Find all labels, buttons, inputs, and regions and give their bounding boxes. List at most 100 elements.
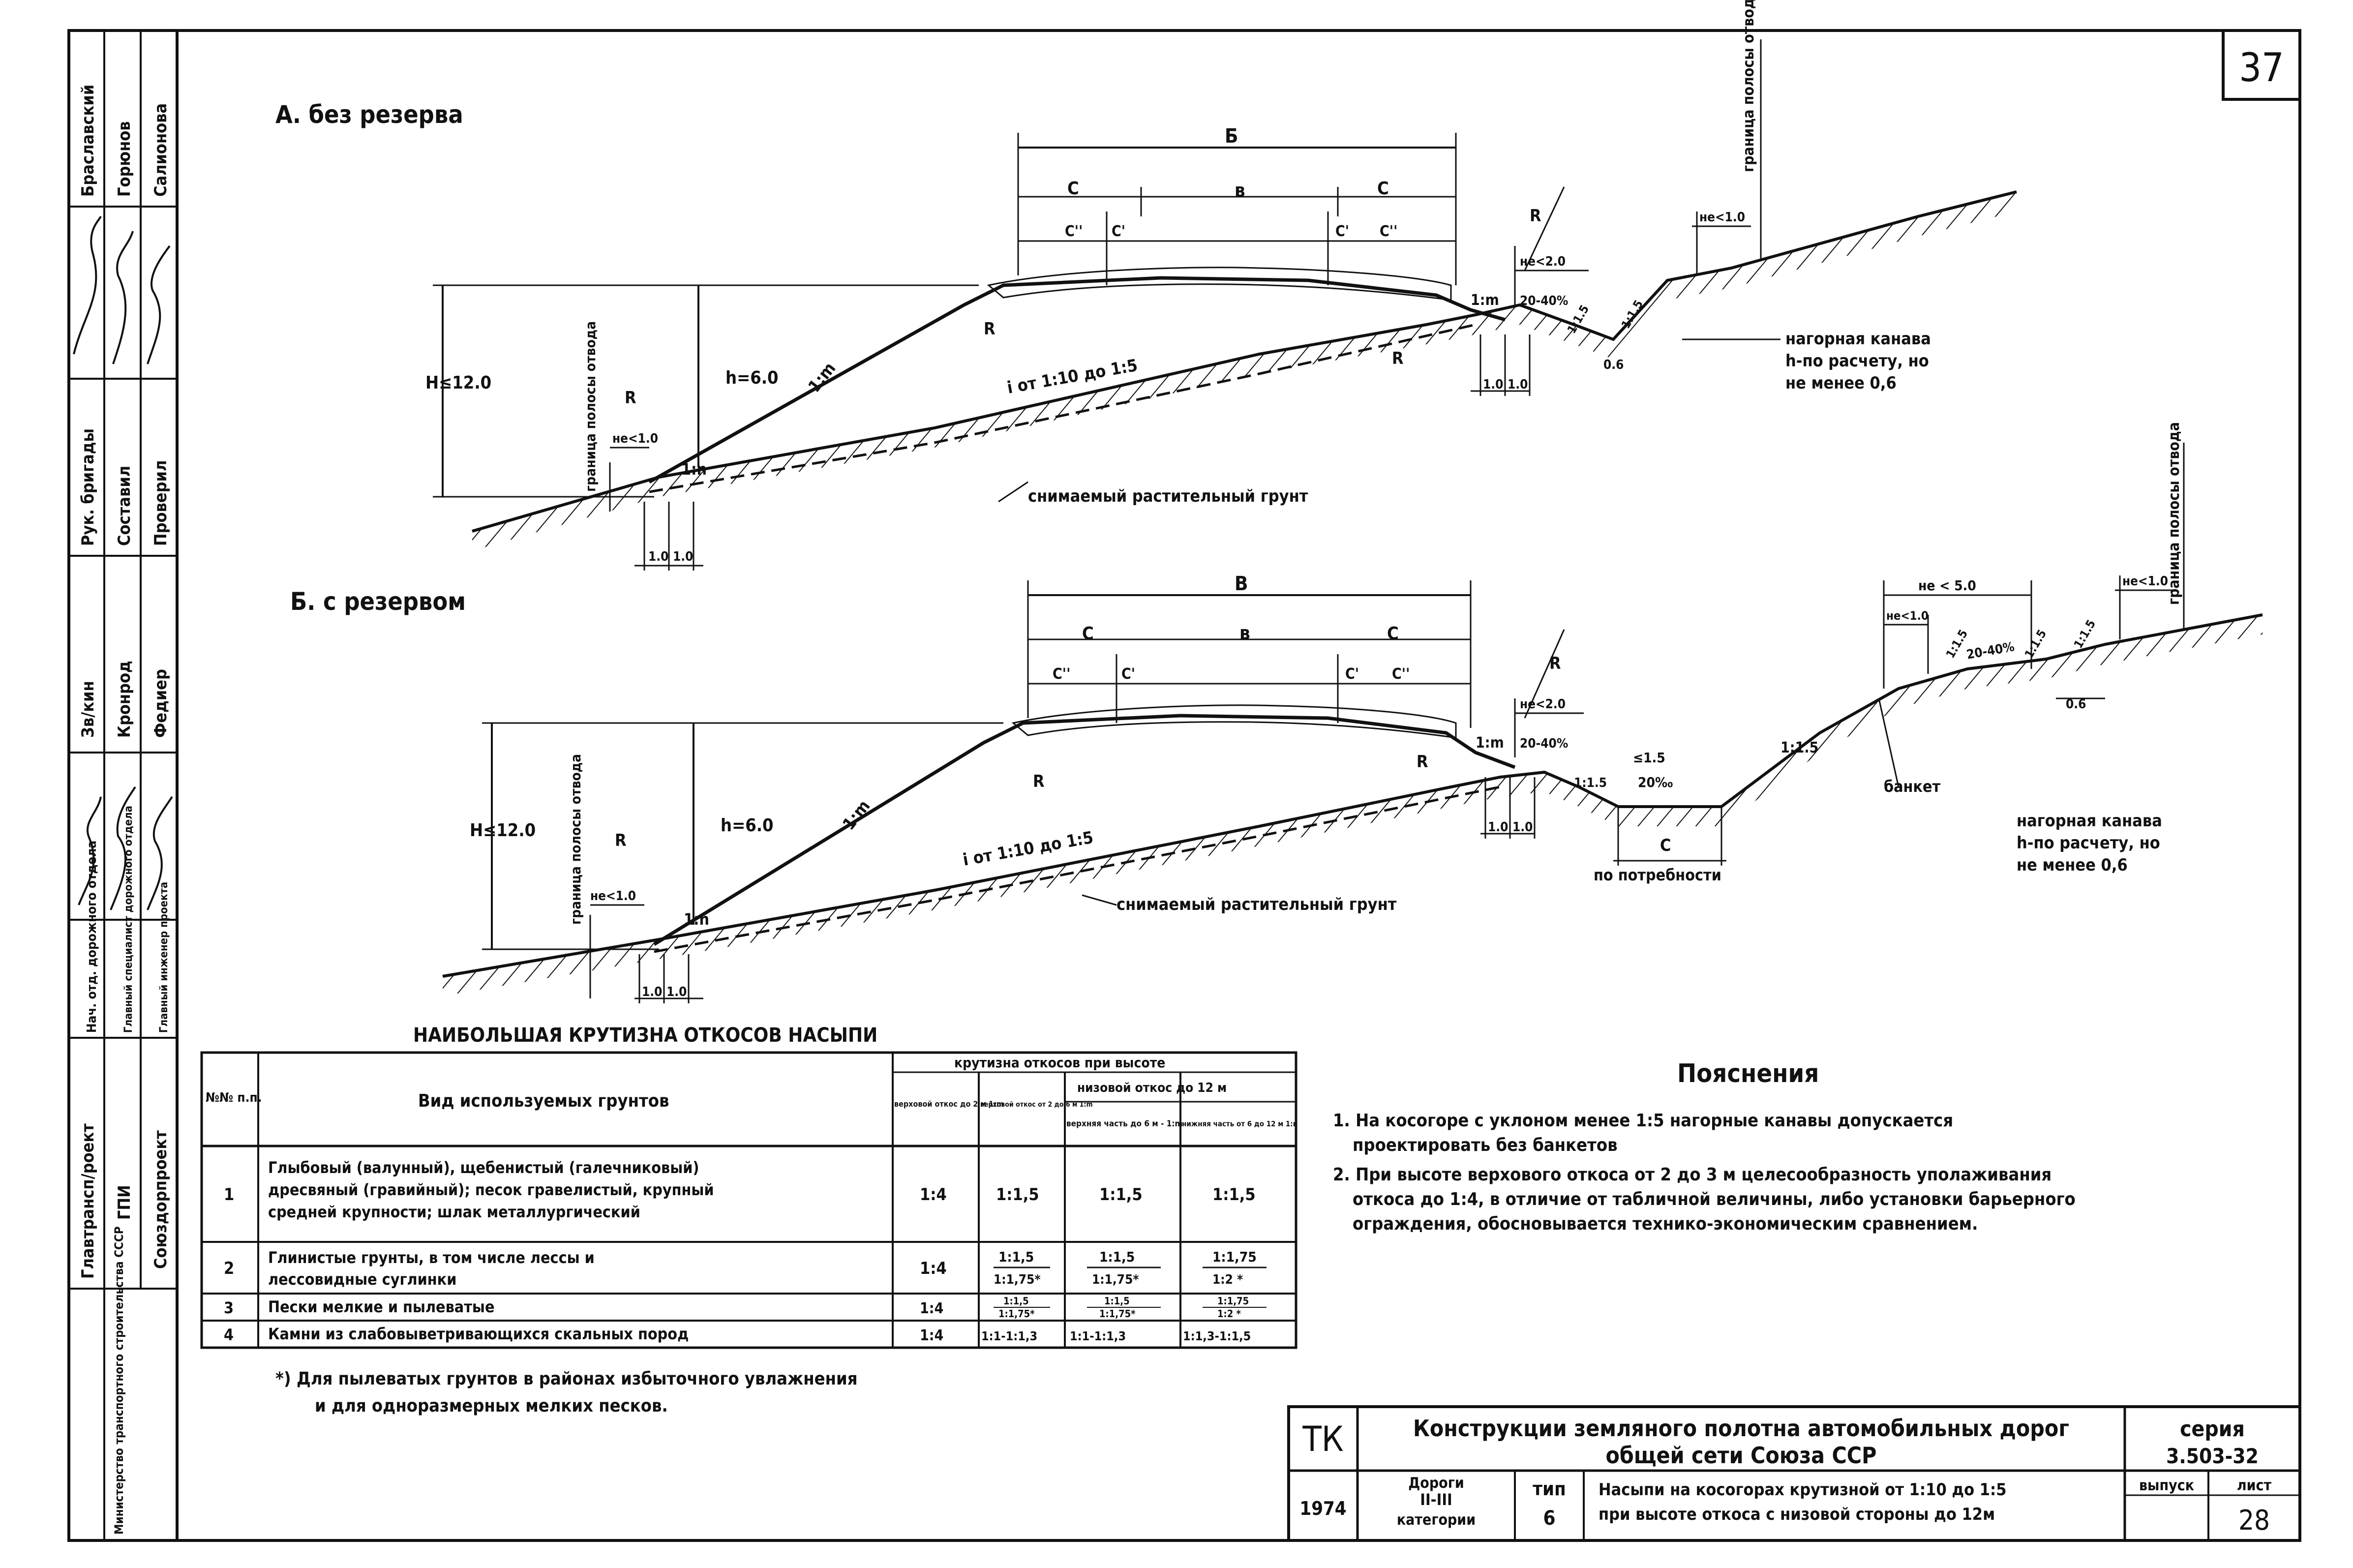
- section-a-dim-bottom-1: 1.0: [648, 549, 668, 564]
- section-a-dim-bottom-2: 1.0: [673, 549, 693, 564]
- notes-2-line-2: откоса до 1:4, в отличие от табличной ве…: [1353, 1189, 2076, 1209]
- section-b-topsoil: снимаемый растительный грунт: [1116, 895, 1397, 914]
- title-block: ТК Конструкции земляного полотна автомоб…: [1287, 1405, 2301, 1542]
- section-a-title: А. без резерва: [275, 100, 463, 129]
- section-b-ne-1-0-b: не<1.0: [1886, 609, 1929, 623]
- section-b-s15d: 1:1.5: [2022, 627, 2049, 661]
- section-b-boundary-right: граница полосы отвода: [2166, 422, 2183, 605]
- section-b-embankment: [653, 714, 1516, 946]
- notes-2-line-1: 2. При высоте верхового откоса от 2 до 3…: [1333, 1165, 2051, 1185]
- title-series-label: серия: [2180, 1417, 2245, 1442]
- section-b-dim-bottom-1: 1.0: [642, 985, 662, 999]
- table-col-h2: верховой откос от 2 до 6 м 1:m: [980, 1101, 1093, 1109]
- sheet-number-box: 37: [2222, 29, 2301, 101]
- section-b-c-right: С: [1387, 624, 1399, 644]
- signature-3: [147, 245, 171, 364]
- section-b-d06: 0.6: [2066, 697, 2086, 712]
- section-b-h: h=6.0: [721, 815, 774, 836]
- table-row2-v2-a: 1:1,5: [998, 1249, 1034, 1265]
- notes-2-line-3: ограждения, обосновывается технико-эконо…: [1353, 1214, 1978, 1234]
- table-col-h1: верховой откос до 2 м 1:m: [894, 1099, 1004, 1109]
- section-b-B: В: [1235, 573, 1248, 595]
- title-roads-3: категории: [1397, 1511, 1476, 1529]
- section-a-boundary-right: граница полосы отвода: [1740, 0, 1757, 172]
- section-b-grade: 20-40%: [1520, 736, 1568, 751]
- table-row3-v3-a: 1:1,5: [1104, 1295, 1130, 1307]
- section-b-by-need: по потребности: [1594, 866, 1721, 884]
- table-row1-soil-3: средней крупности; шлак металлургический: [268, 1203, 640, 1221]
- title-desc-2: при высоте откоса с низовой стороны до 1…: [1599, 1505, 1995, 1524]
- section-a-ne-1-0-b: не<1.0: [1699, 210, 1745, 225]
- table-row4-v4: 1:1,3-1:1,5: [1183, 1329, 1251, 1343]
- section-b-boundary-left: граница полосы отвода: [568, 754, 584, 925]
- title-issue-label: выпуск: [2139, 1477, 2194, 1494]
- signature-4: [78, 796, 102, 905]
- table-row1-soil-2: дресвяный (гравийный); песок гравелистый…: [268, 1180, 714, 1199]
- section-a-slope-m2: 1:m: [1471, 292, 1499, 309]
- signature-6: [147, 796, 173, 910]
- table-col-soil: Вид используемых грунтов: [418, 1091, 669, 1111]
- section-b-R3: R: [1417, 752, 1428, 772]
- section-a-H: H≤12.0: [425, 373, 491, 393]
- table-row1-soil-1: Глыбовый (валунный), щебенистый (галечни…: [268, 1158, 699, 1177]
- stamp-role-5: Главный специалист дорожного отдела: [122, 806, 135, 1033]
- signature-5: [110, 786, 136, 910]
- table-row3-v1: 1:4: [920, 1300, 943, 1317]
- section-a-ditch-h: h-по расчету, но: [1785, 351, 1929, 371]
- section-a-b: в: [1235, 180, 1245, 201]
- table-row2-v3-a: 1:1,5: [1099, 1249, 1135, 1265]
- section-a-R3: R: [1392, 349, 1404, 368]
- section-b-ground-hatch: [443, 615, 2262, 996]
- section-b-ditch-h: h-по расчету, но: [2017, 833, 2160, 853]
- stamp-role-1: Рук. бригады: [78, 428, 98, 546]
- stamp-role-4: Нач. отд. дорожного отдела: [85, 841, 99, 1033]
- notes-1-line-1: 1. На косогоре с уклоном менее 1:5 нагор…: [1333, 1111, 1953, 1131]
- section-a-d06: 0.6: [1603, 358, 1624, 372]
- section-b-berm: банкет: [1884, 777, 1941, 796]
- table-row2-v4-b: 1:2 *: [1212, 1272, 1243, 1287]
- table-row2-v1: 1:4: [920, 1259, 947, 1278]
- table-row3-v2-a: 1:1,5: [1003, 1295, 1029, 1307]
- table-col-h4: нижняя часть от 6 до 12 м 1:n: [1182, 1119, 1297, 1128]
- stamp-role-2: Составил: [115, 466, 134, 546]
- stamp-org-3: Союздорпроект: [151, 1130, 171, 1269]
- section-a-ditch: нагорная канава: [1785, 329, 1931, 349]
- section-b-ne-2-0: не<2.0: [1520, 697, 1566, 712]
- table-row4-v1: 1:4: [920, 1327, 943, 1344]
- section-a-grade: 20-40%: [1520, 294, 1568, 308]
- section-a-R1: R: [984, 319, 996, 339]
- stamp-name-5: Кронрод: [115, 661, 134, 738]
- table-row4-n: 4: [224, 1326, 234, 1344]
- section-a-ditch-min: не менее 0,6: [1785, 373, 1897, 393]
- section-b-c1-1: С'': [1053, 665, 1070, 683]
- section-a-topsoil: снимаемый растительный грунт: [1028, 486, 1308, 506]
- section-b-ditch: нагорная канава: [2017, 811, 2162, 831]
- section-a-c1-4: С'': [1380, 223, 1397, 240]
- stamp-role-6: Главный инженер проекта: [158, 882, 170, 1033]
- title-roads-1: Дороги: [1408, 1475, 1464, 1492]
- section-b-ne-1-0-c: не<1.0: [2122, 574, 2168, 589]
- stamp-org-1: Главтрансп/роект: [78, 1123, 98, 1279]
- section-b-slope-m2: 1:m: [1476, 734, 1504, 752]
- outer-frame: [67, 29, 2301, 1542]
- section-a-c-left: С: [1067, 179, 1079, 199]
- section-b-c-left: С: [1082, 624, 1094, 644]
- section-b-dim-right-1: 1.0: [1488, 820, 1508, 835]
- section-b-c-bottom: С: [1660, 836, 1671, 855]
- table-col-h3: верхняя часть до 6 м - 1:m: [1066, 1119, 1182, 1129]
- stamp-name-2: Горюнов: [115, 121, 134, 197]
- table-row3-v3-b: 1:1,75*: [1099, 1308, 1136, 1320]
- section-b-s15a: 1:1.5: [1574, 776, 1607, 790]
- notes: Пояснения 1. На косогоре с уклоном менее…: [1333, 1059, 2076, 1234]
- section-b-c1-4: С'': [1392, 665, 1410, 683]
- sheet-number: 37: [2239, 45, 2284, 90]
- table-row3-n: 3: [224, 1298, 234, 1317]
- table-row2-n: 2: [224, 1259, 234, 1278]
- section-b-pavement: [1011, 704, 1457, 739]
- table-row4-soil-1: Камни из слабовыветривающихся скальных п…: [268, 1325, 689, 1343]
- table-row4-v3: 1:1-1:1,3: [1070, 1329, 1126, 1343]
- section-a-R4: R: [1530, 206, 1541, 226]
- section-b-c1-3: С': [1345, 665, 1359, 683]
- section-a-ne-1-0-a: не<1.0: [612, 431, 658, 446]
- table-col-num: №№ п.п.: [206, 1090, 262, 1105]
